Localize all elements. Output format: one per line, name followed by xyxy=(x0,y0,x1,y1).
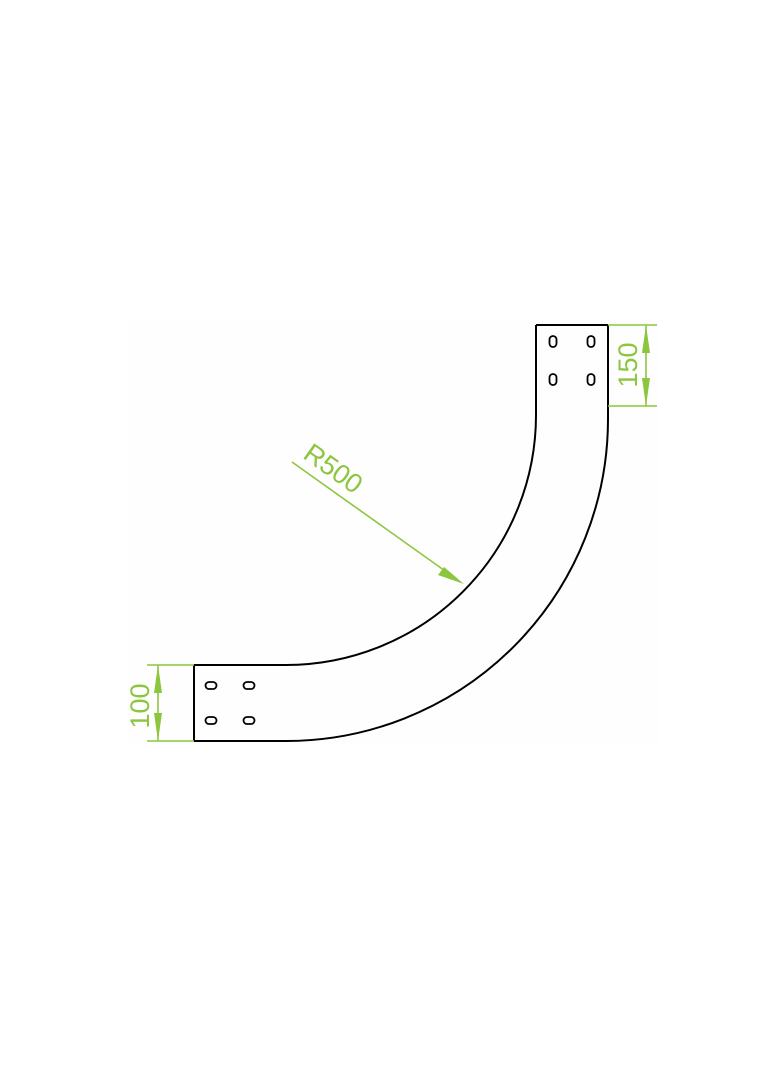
radius-leader xyxy=(291,461,449,574)
bottom-bolt-slots xyxy=(204,681,256,725)
width-bottom-label: 100 xyxy=(125,683,155,728)
bolt-slot xyxy=(204,716,218,725)
bolt-slot xyxy=(242,716,256,725)
dimension-width-bottom xyxy=(147,664,194,742)
bolt-slot xyxy=(204,681,218,690)
arrowhead xyxy=(154,665,162,693)
dimension-width-top xyxy=(608,324,657,407)
arrowhead xyxy=(154,713,162,741)
width-top-label: 150 xyxy=(613,342,643,387)
bolt-slot xyxy=(586,335,596,348)
inner-edge xyxy=(194,325,537,666)
bend-outline xyxy=(193,324,609,742)
arrowhead xyxy=(642,378,650,406)
dimension-radius xyxy=(291,461,464,584)
arrowhead xyxy=(642,325,650,353)
arrowhead xyxy=(438,567,464,584)
bolt-slot xyxy=(586,373,596,386)
outer-edge xyxy=(194,325,609,742)
bolt-slot xyxy=(548,335,558,348)
top-bolt-slots xyxy=(548,335,596,386)
bolt-slot xyxy=(242,681,256,690)
bolt-slot xyxy=(548,373,558,386)
drawing-sheet xyxy=(128,318,658,746)
